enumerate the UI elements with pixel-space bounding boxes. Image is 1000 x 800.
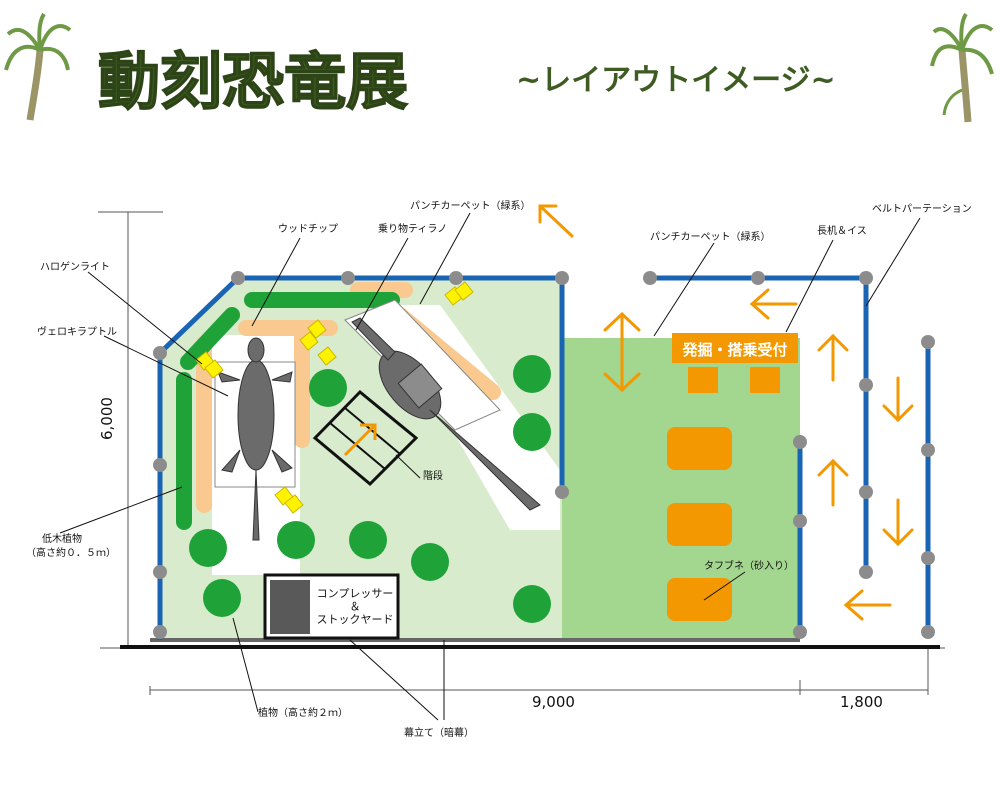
- desk-chair-2: [750, 367, 780, 393]
- label-low-plants-height: （高さ約０．５ｍ）: [26, 546, 116, 559]
- halogen-lights: [195, 281, 474, 514]
- palm-tree-left-icon: [4, 12, 72, 121]
- page-title: 動刻恐竜展: [98, 45, 408, 118]
- label-punch-carpet-right: パンチカーペット（緑系）: [650, 230, 771, 243]
- dimension-height: 6,000: [98, 397, 116, 440]
- stairs: [312, 389, 419, 487]
- title-area: 動刻恐竜展 ~レイアウトイメージ~: [4, 12, 994, 123]
- label-low-plants: 低木植物: [42, 532, 82, 545]
- dimension-width-main: 9,000: [532, 693, 575, 711]
- arrow-up-left-icon: [538, 204, 574, 238]
- label-stairs: 階段: [423, 469, 443, 482]
- tough-buckets: [667, 427, 732, 621]
- plants-2m: [189, 355, 551, 623]
- ride-tyranno-area: [344, 299, 541, 511]
- label-ride-tyranno: 乗り物ティラノ: [378, 222, 447, 235]
- compressor-stockyard: コンプレッサー ＆ ストックヤード: [263, 573, 400, 640]
- label-plants-2m: 植物（高さ約２ｍ）: [258, 706, 348, 719]
- partition-posts: [153, 271, 935, 639]
- arrow-up-1-icon: [817, 333, 849, 382]
- arrow-updown-icon: [603, 311, 641, 393]
- flow-arrows: [538, 204, 914, 621]
- arrow-down-2-icon: [882, 498, 914, 547]
- stairs-arrow-icon: [343, 423, 377, 457]
- low-plants: [176, 292, 400, 530]
- arrow-up-2-icon: [817, 458, 849, 507]
- compressor-label-amp: ＆: [350, 600, 361, 613]
- label-curtain: 幕立て（暗幕）: [404, 726, 474, 739]
- compressor-label: コンプレッサー: [317, 587, 394, 600]
- arrow-left-top-icon: [749, 288, 798, 320]
- label-tough-bucket: タフブネ（砂入り）: [704, 559, 794, 572]
- tyranno-icon: [351, 317, 541, 511]
- reception-sign: 発掘・搭乗受付: [681, 341, 787, 359]
- label-halogen-light: ハロゲンライト: [40, 261, 110, 273]
- label-wood-chip: ウッドチップ: [278, 223, 338, 235]
- arrow-down-1-icon: [882, 376, 914, 423]
- reception-area: 発掘・搭乗受付: [672, 333, 798, 393]
- label-punch-carpet-top: パンチカーペット（緑系）: [410, 199, 531, 212]
- desk-chair-1: [688, 367, 718, 393]
- label-belt-partition: ベルトパーテーション: [872, 203, 972, 215]
- page-subtitle: ~レイアウトイメージ~: [516, 63, 836, 98]
- arrow-left-bottom-icon: [843, 589, 892, 621]
- curtain-wall: [120, 645, 940, 649]
- label-desk-chair: 長机＆イス: [817, 224, 867, 237]
- label-velociraptor: ヴェロキラプトル: [37, 325, 117, 338]
- palm-tree-right-icon: [930, 12, 994, 123]
- velociraptor-icon: [217, 337, 293, 541]
- dimension-width-side: 1,800: [840, 693, 883, 711]
- leader-lines: [59, 212, 921, 721]
- stockyard-label: ストックヤード: [317, 613, 394, 626]
- curtain-base: [150, 638, 800, 642]
